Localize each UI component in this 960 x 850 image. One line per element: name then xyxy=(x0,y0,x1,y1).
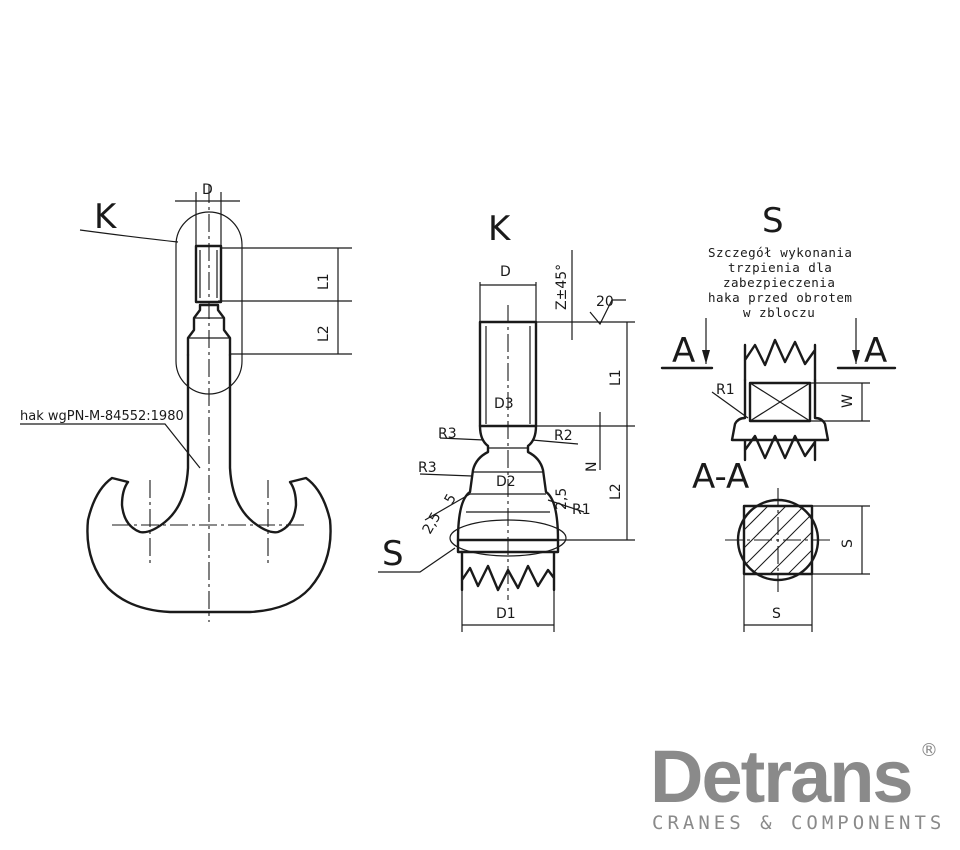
dim-l1-k: L1 xyxy=(608,369,624,386)
hook-standard-label: hak wgPN-M-84552:1980 xyxy=(20,409,184,424)
logo-name: Detrans xyxy=(650,735,912,818)
dim-d-k: D xyxy=(500,264,511,280)
section-a-a-label: A-A xyxy=(692,457,749,497)
detrans-logo: Detrans ® CRANES & COMPONENTS xyxy=(650,735,945,834)
section-arrow-right-head xyxy=(852,350,860,364)
r3b-leader xyxy=(419,473,473,477)
dim-25: 2,5 xyxy=(554,488,570,510)
hook-outline xyxy=(86,353,332,614)
r3a-leader xyxy=(439,437,485,441)
dim-n: N xyxy=(584,462,600,472)
view-k-label: K xyxy=(94,197,118,237)
double-hook-view: K D L1 L2 hak wgPN-M-84552:1980 xyxy=(20,182,352,622)
dim-d-top: D xyxy=(202,182,213,198)
dim-s-right: S xyxy=(840,539,856,548)
key-cross-b xyxy=(749,382,811,422)
note-line-5: w zbloczu xyxy=(743,305,815,320)
dim-5: 5 xyxy=(442,491,460,507)
k-leader xyxy=(79,229,179,243)
dim-chamfer: Z±45° xyxy=(554,264,570,310)
arrow-a-left: A xyxy=(672,331,695,371)
dim-roughness: 20 xyxy=(596,294,614,310)
dim-l1-left: L1 xyxy=(316,273,332,290)
standard-leader xyxy=(20,423,201,469)
square-key xyxy=(748,381,812,423)
detail-k-label: K xyxy=(488,209,512,249)
r1-leader xyxy=(547,499,585,513)
r2-leader xyxy=(531,439,579,445)
section-arrow-left-head xyxy=(702,350,710,364)
view-s-label: S xyxy=(762,201,784,241)
dim-25-b: 2,5 xyxy=(420,510,445,537)
dim-r1-k: R1 xyxy=(572,502,591,518)
detail-s-label: S xyxy=(382,534,404,574)
section-hatch xyxy=(743,505,813,575)
dim-d1: D1 xyxy=(496,606,516,622)
dim-l2-k: L2 xyxy=(608,483,624,500)
note-line-3: zabezpieczenia xyxy=(723,275,835,290)
arrow-a-right: A xyxy=(864,331,887,371)
dim-r2: R2 xyxy=(554,428,573,444)
dim-r3-b: R3 xyxy=(418,460,437,476)
pin-upper-break xyxy=(743,338,817,382)
dim-w: W xyxy=(840,394,856,408)
detail-neck xyxy=(456,424,560,542)
logo-tagline: CRANES & COMPONENTS xyxy=(652,812,945,834)
pin-lower-body xyxy=(730,378,830,462)
dim-d3: D3 xyxy=(494,396,514,412)
dim25-leader xyxy=(424,493,471,521)
dim-l2-left: L2 xyxy=(316,325,332,342)
note-line-2: trzpienia dla xyxy=(728,260,832,275)
note-line-1: Szczegół wykonania xyxy=(708,245,852,260)
roughness-symbol xyxy=(589,299,626,326)
r1-s-leader xyxy=(711,391,749,419)
dim-r1-s: R1 xyxy=(716,382,735,398)
note-line-4: haka przed obrotem xyxy=(708,290,852,305)
detail-k-view: K D Z±45° 20 L1 L2 D3 R3 R3 R2 N D2 2,5 … xyxy=(378,209,635,632)
dim-r3-a: R3 xyxy=(438,426,457,442)
s-leader xyxy=(378,547,456,573)
logo-registered: ® xyxy=(920,740,938,761)
detail-s-view: S Szczegół wykonania trzpienia dla zabez… xyxy=(660,201,897,632)
dim-s-bottom: S xyxy=(772,606,781,622)
detail-k-marker xyxy=(175,211,243,395)
dim-d2: D2 xyxy=(496,474,516,490)
